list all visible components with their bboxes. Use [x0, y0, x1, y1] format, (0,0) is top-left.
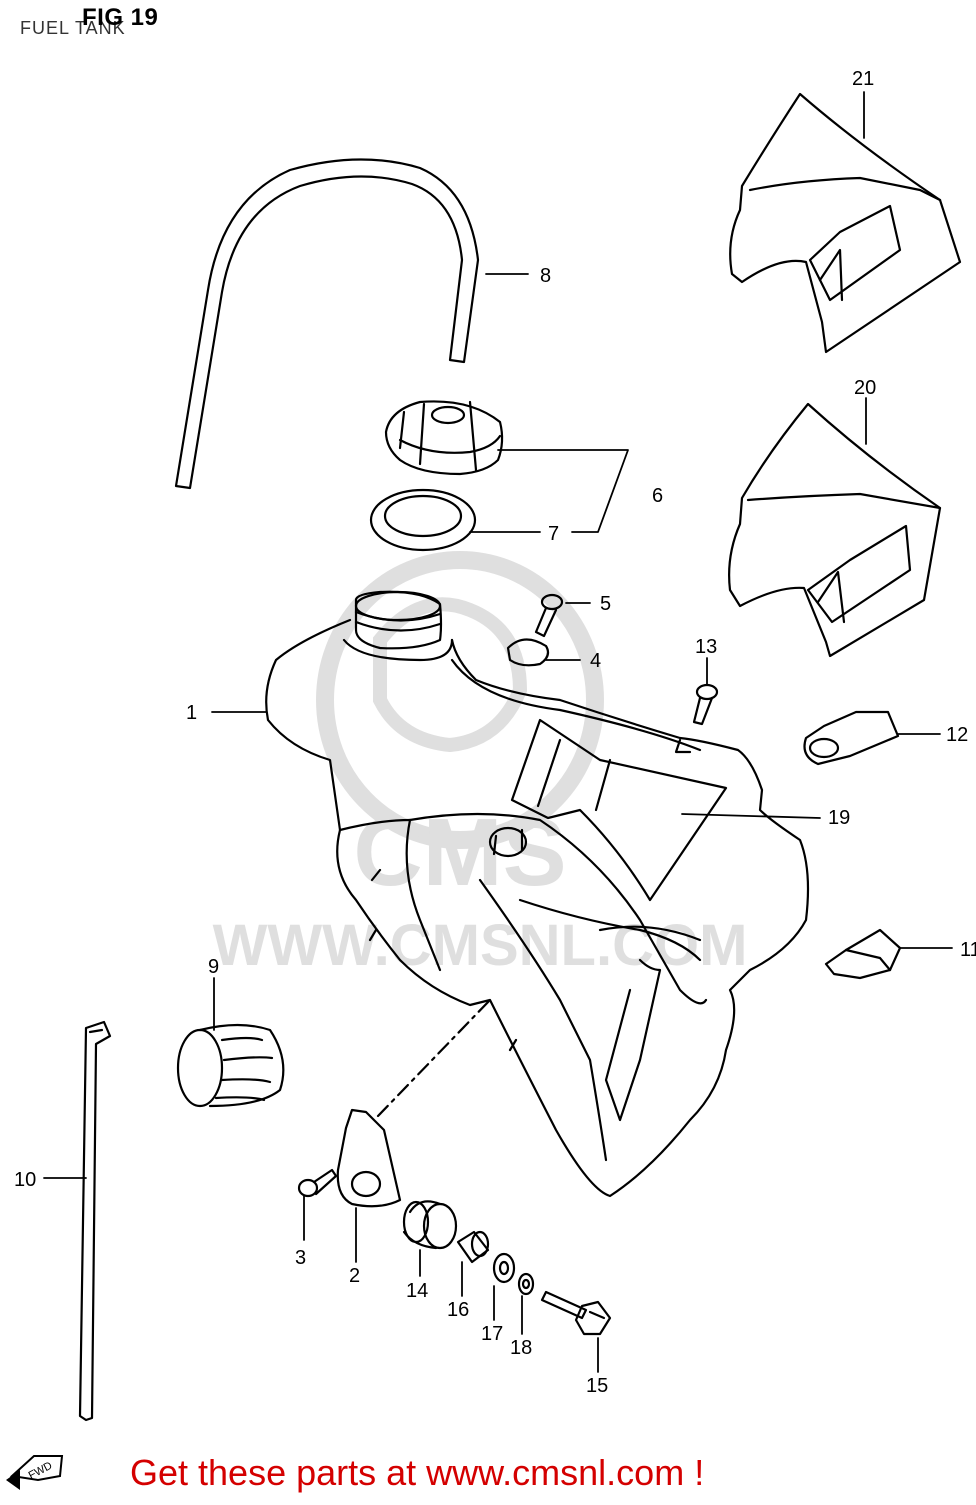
tie-strap-part-10 — [78, 1020, 112, 1422]
forward-arrow-icon — [6, 1470, 20, 1490]
grommet-part-14 — [402, 1200, 458, 1250]
screw-part-5 — [534, 593, 564, 638]
shroud-part-21 — [729, 92, 962, 354]
assembly-centerline — [376, 998, 492, 1118]
callout-15: 15 — [586, 1375, 608, 1397]
promo-link-text[interactable]: Get these parts at www.cmsnl.com ! — [130, 1452, 705, 1493]
cushion-part-11 — [824, 928, 902, 980]
callout-8: 8 — [540, 265, 551, 287]
washer-part-17 — [492, 1252, 516, 1284]
bolt-part-13 — [692, 683, 719, 726]
bolt-part-15 — [540, 1290, 612, 1336]
callout-20: 20 — [854, 377, 876, 399]
washer-part-18 — [517, 1272, 535, 1296]
sleeve-part-9 — [176, 1023, 285, 1108]
screw-part-3 — [297, 1168, 338, 1198]
callout-3: 3 — [295, 1247, 306, 1269]
leader-lines — [43, 91, 953, 1373]
watermark-url-text: WWW.CMSNL.COM — [213, 913, 748, 978]
gasket-part-7 — [369, 488, 477, 552]
callout-5: 5 — [600, 593, 611, 615]
fuel-cap-part-6 — [384, 400, 504, 476]
bracket-part-2 — [336, 1108, 402, 1208]
forward-direction-badge: FWD — [6, 1455, 64, 1490]
collar-part-16 — [456, 1230, 490, 1264]
callout-6: 6 — [652, 485, 663, 507]
breather-hose-part-8 — [174, 158, 480, 490]
figure-title: FIG 19 — [82, 4, 159, 31]
callout-11: 11 — [960, 939, 976, 961]
watermark: CMS WWW.CMSNL.COM — [213, 551, 748, 978]
callout-18: 18 — [510, 1337, 532, 1359]
callout-19: 19 — [828, 807, 850, 829]
callout-12: 12 — [946, 724, 968, 746]
fuel-tank-part-1 — [265, 590, 810, 1198]
watermark-logo-ring — [316, 551, 604, 849]
callout-1: 1 — [186, 702, 197, 724]
callout-16: 16 — [447, 1299, 469, 1321]
callout-13: 13 — [695, 636, 717, 658]
callout-14: 14 — [406, 1280, 428, 1302]
strap-part-12 — [803, 710, 900, 766]
watermark-logo-text: CMS — [353, 799, 566, 906]
cushion-part-4 — [506, 638, 550, 667]
shroud-part-20 — [728, 402, 942, 658]
callout-2: 2 — [349, 1265, 360, 1287]
callout-7: 7 — [548, 523, 559, 545]
callout-21: 21 — [852, 68, 874, 90]
figure-subtitle: FUEL TANK — [20, 18, 126, 38]
watermark-logo-face — [373, 597, 528, 753]
callout-4: 4 — [590, 650, 601, 672]
callout-labels: 1 2 3 4 5 6 7 8 9 10 11 12 13 14 15 16 1… — [14, 68, 976, 1397]
callout-9: 9 — [208, 956, 219, 978]
callout-10: 10 — [14, 1169, 36, 1191]
callout-17: 17 — [481, 1323, 503, 1345]
